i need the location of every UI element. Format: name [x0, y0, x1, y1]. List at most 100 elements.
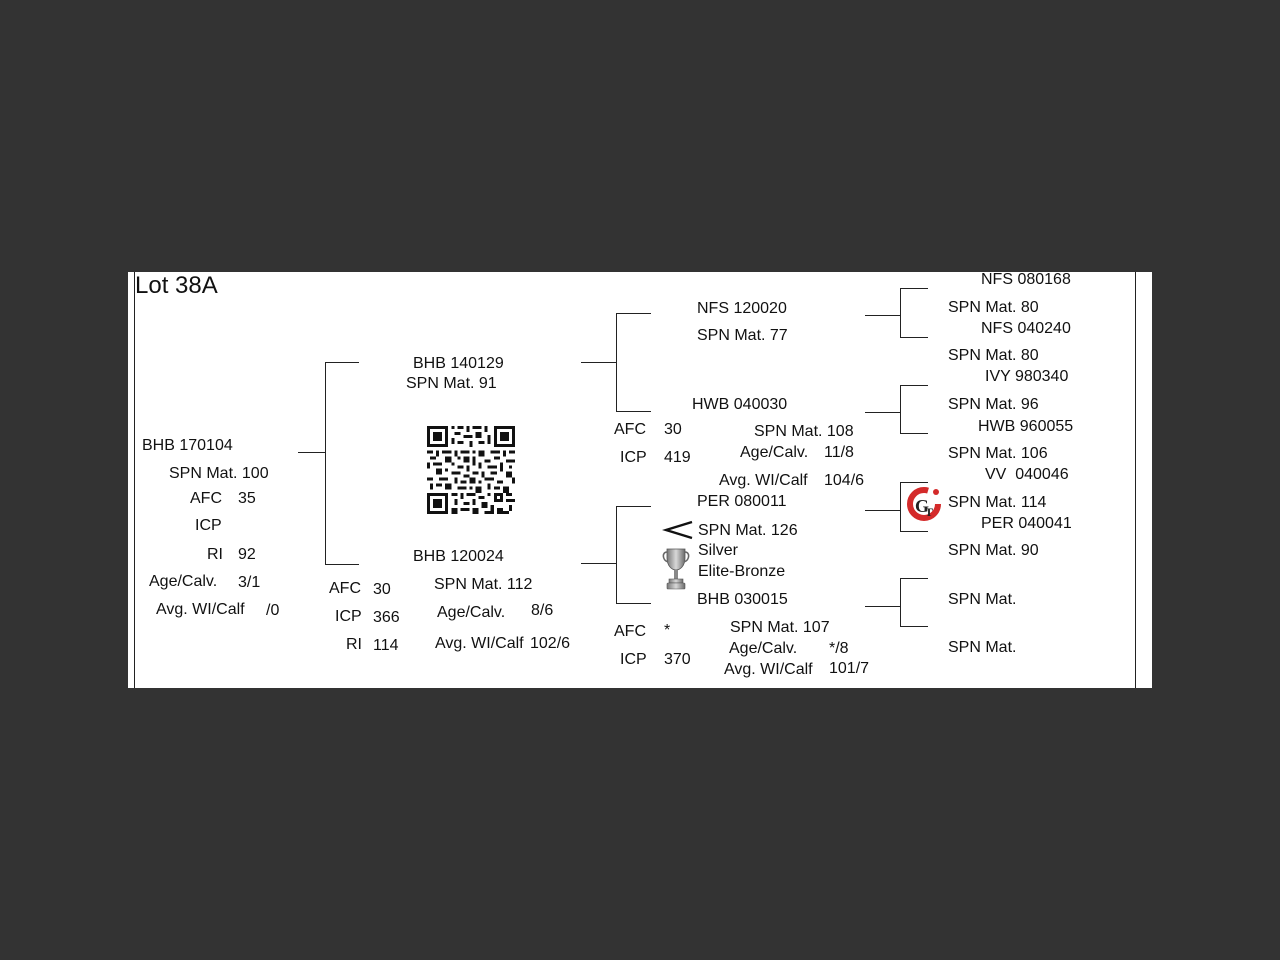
left-border: [134, 272, 135, 688]
sire-dam-icp: 419: [664, 449, 691, 466]
bracket-line: [298, 452, 325, 453]
lot-title: Lot 38A: [135, 272, 218, 299]
bracket-line: [865, 412, 900, 413]
bracket-line: [865, 606, 900, 607]
bracket-line: [616, 506, 617, 604]
dam-id: BHB 120024: [413, 548, 504, 565]
bracket-line: [325, 362, 326, 565]
dam-agecalv: 8/6: [531, 602, 554, 619]
subject-avgwi-label: Avg. WI/Calf: [156, 601, 245, 618]
dam-afc: 30: [373, 581, 391, 598]
ggp-ssd-id: NFS 040240: [981, 320, 1071, 337]
sire-dam-avgwi-label: Avg. WI/Calf: [719, 472, 808, 489]
sire-dam-agecalv-label: Age/Calv.: [740, 444, 809, 461]
sire-dam-agecalv: 11/8: [824, 444, 854, 461]
bracket-line: [900, 578, 901, 627]
ggp-dss-id: VV 040046: [985, 466, 1069, 483]
ggp-sdd-id: HWB 960055: [978, 418, 1074, 435]
sire-dam-avgwi: 104/6: [824, 472, 865, 489]
bracket-line: [616, 411, 651, 412]
dam-icp: 366: [373, 609, 400, 626]
ggp-dsd-id: PER 040041: [981, 515, 1072, 532]
dam-ri-label: RI: [346, 636, 362, 653]
dam-dam-afc: *: [664, 622, 671, 639]
bracket-line: [900, 578, 928, 579]
bracket-line: [325, 362, 359, 363]
dam-dam-agecalv-label: Age/Calv.: [729, 640, 798, 657]
bracket-line: [900, 482, 901, 532]
dam-dam-id: BHB 030015: [697, 591, 788, 608]
bracket-line: [581, 362, 616, 363]
subject-id: BHB 170104: [142, 437, 233, 454]
bracket-line: [900, 531, 928, 532]
ggp-dds-spn: SPN Mat.: [948, 591, 1017, 608]
dam-dam-avgwi: 101/7: [829, 660, 870, 677]
sire-dam-spn: SPN Mat. 108: [754, 423, 854, 440]
dam-agecalv-label: Age/Calv.: [437, 604, 506, 621]
dam-icp-label: ICP: [335, 608, 362, 625]
sire-spn: SPN Mat. 91: [406, 375, 497, 392]
bracket-line: [900, 482, 928, 483]
sire-dam-icp-label: ICP: [620, 449, 647, 466]
bracket-line: [900, 288, 901, 338]
sire-dam-afc-label: AFC: [614, 421, 646, 438]
dam-dam-avgwi-label: Avg. WI/Calf: [724, 661, 813, 678]
bracket-line: [900, 288, 928, 289]
ggp-dsd-spn: SPN Mat. 90: [948, 542, 1039, 559]
trophy-icon: [662, 548, 690, 590]
right-border: [1135, 272, 1136, 688]
bracket-line: [325, 564, 359, 565]
bracket-line: [581, 563, 616, 564]
dam-sire-id: PER 080011: [697, 493, 787, 510]
dam-sire-award-silver: Silver: [698, 542, 739, 559]
ggp-sds-spn: SPN Mat. 96: [948, 396, 1039, 413]
dam-dam-icp-label: ICP: [620, 651, 647, 668]
gt-logo-icon: G T: [907, 487, 941, 521]
sire-sire-id: NFS 120020: [697, 300, 787, 317]
angle-bracket-icon: [662, 520, 693, 540]
bracket-line: [616, 603, 651, 604]
ggp-ssd-spn: SPN Mat. 80: [948, 347, 1039, 364]
qr-code-icon: [427, 426, 515, 514]
dam-dam-afc-label: AFC: [614, 623, 646, 640]
bracket-line: [616, 313, 617, 412]
ggp-sss-id: NFS 080168: [981, 272, 1071, 288]
bracket-line: [900, 626, 928, 627]
subject-icp-label: ICP: [195, 517, 222, 534]
dam-avgwi: 102/6: [530, 635, 571, 652]
bracket-line: [865, 315, 900, 316]
dam-sire-award-elite-bronze: Elite-Bronze: [698, 563, 786, 580]
sire-sire-spn: SPN Mat. 77: [697, 327, 788, 344]
subject-spn: SPN Mat. 100: [169, 465, 269, 482]
subject-agecalv: 3/1: [238, 574, 261, 591]
bracket-line: [900, 385, 901, 434]
pedigree-document: Lot 38A BHB 170104 SPN Mat. 100 AFC 35 I…: [128, 272, 1152, 688]
subject-afc-label: AFC: [190, 490, 222, 507]
ggp-sss-spn: SPN Mat. 80: [948, 299, 1039, 316]
subject-ri: 92: [238, 546, 256, 563]
sire-id: BHB 140129: [413, 355, 504, 372]
ggp-dss-spn: SPN Mat. 114: [948, 494, 1047, 511]
dam-dam-icp: 370: [664, 651, 691, 668]
subject-agecalv-label: Age/Calv.: [149, 573, 218, 590]
bracket-line: [865, 510, 900, 511]
dam-dam-spn: SPN Mat. 107: [730, 619, 830, 636]
dam-avgwi-label: Avg. WI/Calf: [435, 635, 524, 652]
bracket-line: [900, 337, 928, 338]
bracket-line: [900, 385, 928, 386]
svg-text:G: G: [915, 496, 929, 516]
subject-afc: 35: [238, 490, 256, 507]
bracket-line: [900, 433, 928, 434]
bracket-line: [616, 313, 651, 314]
dam-spn: SPN Mat. 112: [434, 576, 533, 593]
dam-sire-spn: SPN Mat. 126: [698, 522, 798, 539]
bracket-line: [616, 506, 651, 507]
subject-avgwi: /0: [266, 602, 280, 619]
ggp-sds-id: IVY 980340: [985, 368, 1069, 385]
subject-ri-label: RI: [207, 546, 223, 563]
dam-dam-agecalv: */8: [829, 640, 849, 657]
sire-dam-id: HWB 040030: [692, 396, 788, 413]
dam-ri: 114: [373, 637, 399, 654]
ggp-sdd-spn: SPN Mat. 106: [948, 445, 1048, 462]
sire-dam-afc: 30: [664, 421, 682, 438]
